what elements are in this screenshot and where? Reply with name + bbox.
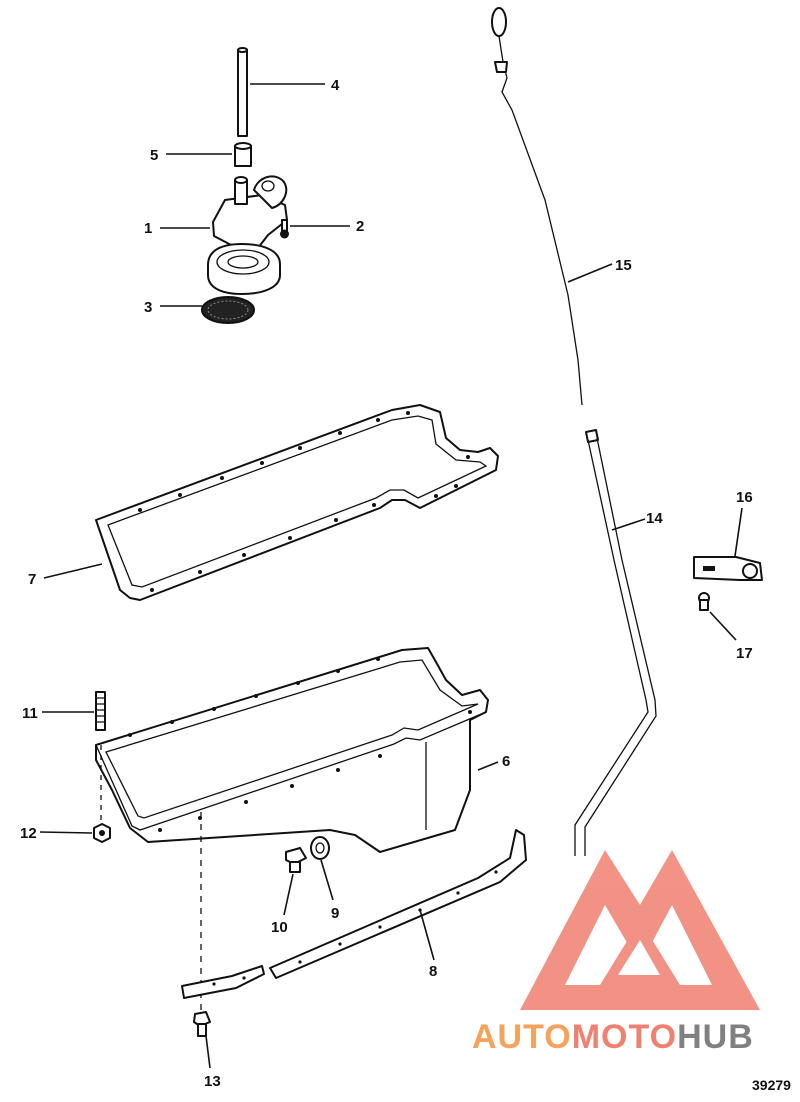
watermark-part-1: AUTO [472,1018,572,1056]
callout-8: 8 [429,963,437,980]
callout-7: 7 [28,571,36,588]
diagram-id: 39279 [752,1077,791,1093]
callout-10: 10 [271,919,288,936]
callout-12: 12 [20,825,37,842]
callout-11: 11 [22,705,38,722]
side-rail-gasket [181,829,527,999]
watermark-part-3: HUB [677,1018,754,1056]
tube-sleeve [234,142,252,167]
callout-14: 14 [646,510,663,527]
dipstick-tube [574,429,657,856]
oil-pan-gasket [95,404,499,601]
leader-lines [39,83,743,1069]
watermark-text: AUTOMOTOHUB [472,1018,754,1057]
callout-4: 4 [331,77,340,94]
pickup-screen [201,296,255,324]
callout-5: 5 [150,147,158,164]
watermark-part-2: MOTO [571,1018,678,1056]
pickup-tube [237,47,248,137]
callout-16: 16 [736,489,753,506]
bracket-bolt [698,592,710,611]
oil-pump [207,175,288,295]
watermark-logo [520,850,760,1010]
dipstick [491,7,583,406]
callout-13: 13 [204,1073,221,1090]
callout-2: 2 [356,218,364,235]
callout-3: 3 [144,299,152,316]
stud [95,691,106,731]
drain-plug-washer [310,836,330,860]
callout-9: 9 [331,905,339,922]
nut [93,745,111,843]
callout-1: 1 [144,220,152,237]
pump-screw [280,219,289,239]
oil-pan [95,647,489,853]
pan-bolt [193,1011,211,1037]
callout-15: 15 [615,257,632,274]
callout-6: 6 [502,753,510,770]
tube-bracket [693,556,763,581]
callout-17: 17 [736,645,753,662]
drain-plug [285,847,307,873]
